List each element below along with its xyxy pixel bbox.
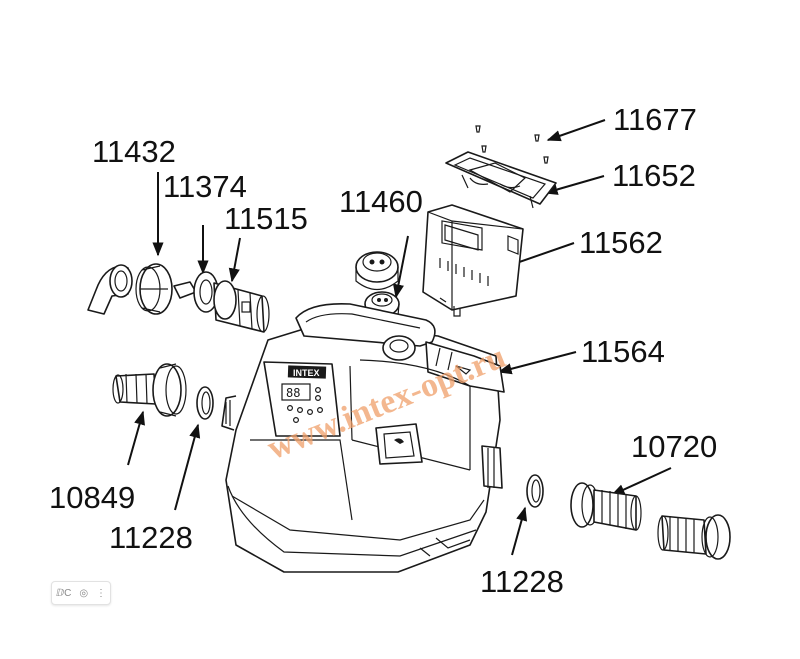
pump-housing-11564: INTEX 88 bbox=[221, 302, 505, 573]
hose-connector-10720-b bbox=[657, 514, 731, 560]
label-11228-right: 11228 bbox=[480, 564, 564, 599]
label-11652: 11652 bbox=[612, 158, 696, 193]
o-ring-11228-left bbox=[196, 386, 214, 420]
screws-11677 bbox=[475, 125, 549, 164]
leader-lines bbox=[127, 119, 672, 556]
o-ring-11228-right bbox=[526, 474, 544, 508]
hose-connector-10720 bbox=[570, 482, 642, 531]
label-11677: 11677 bbox=[613, 102, 697, 137]
lens-icon[interactable]: ⅅC bbox=[55, 587, 72, 599]
label-11460: 11460 bbox=[339, 184, 423, 219]
vent-slots bbox=[439, 258, 489, 286]
label-11564: 11564 bbox=[581, 334, 665, 369]
label-10849: 10849 bbox=[49, 480, 135, 515]
label-11374: 11374 bbox=[163, 169, 247, 204]
control-box-11562 bbox=[422, 204, 524, 317]
fitting-10849 bbox=[112, 363, 187, 417]
label-11515: 11515 bbox=[224, 201, 308, 236]
camera-icon[interactable]: ◎ bbox=[79, 587, 89, 599]
label-11432: 11432 bbox=[92, 134, 176, 169]
device-display: 88 bbox=[286, 386, 300, 400]
left-fitting-assembly bbox=[87, 263, 270, 333]
more-options-icon[interactable]: ⋮ bbox=[96, 587, 106, 599]
label-11562: 11562 bbox=[579, 225, 663, 260]
label-10720: 10720 bbox=[631, 429, 717, 464]
label-11228-left: 11228 bbox=[109, 520, 193, 555]
cover-plate-11652 bbox=[445, 151, 557, 209]
device-logo: INTEX bbox=[293, 368, 320, 378]
image-toolbar: ⅅC ◎ ⋮ bbox=[51, 581, 111, 605]
